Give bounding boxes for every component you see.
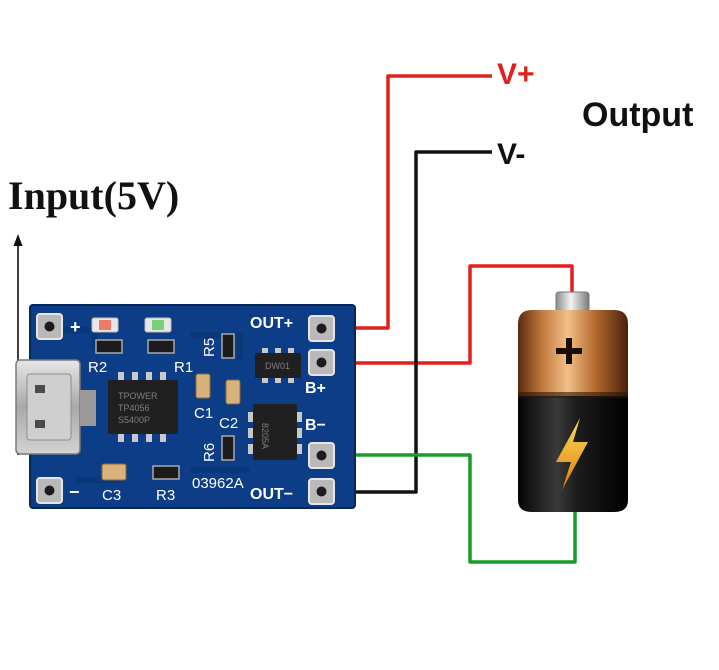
charger-board: + − R2 R1 R5 C1 C2 R6 C3 R3 03962A OUT+ … — [15, 304, 356, 509]
pad-out-minus — [308, 478, 335, 505]
led-green — [144, 317, 172, 333]
lightning-bolt-icon — [556, 418, 588, 490]
pad-out-plus — [308, 315, 335, 342]
label-r2: R2 — [88, 359, 107, 376]
resistor-r5 — [221, 333, 235, 359]
capacitor-c3 — [101, 463, 127, 481]
charger-ic-line1: TPOWER — [118, 391, 158, 401]
protection-ic — [255, 348, 301, 383]
vminus-label: V- — [497, 138, 526, 171]
label-c1: C1 — [194, 405, 213, 422]
output-label: Output — [582, 96, 694, 134]
battery-plus-wire — [323, 264, 574, 365]
capacitor-c2 — [225, 379, 241, 405]
label-b-plus: B+ — [305, 380, 326, 397]
charger-ic — [108, 372, 178, 442]
resistor-r1 — [147, 339, 175, 354]
vplus-label: V+ — [497, 58, 535, 91]
capacitor-c1 — [195, 373, 211, 399]
resistor-r3 — [152, 465, 180, 480]
pad-b-minus — [308, 442, 335, 469]
battery-icon — [518, 291, 628, 512]
label-c2: C2 — [219, 415, 238, 432]
label-out-plus: OUT+ — [250, 315, 293, 332]
mosfet-ic-mark: 8205A — [260, 423, 270, 449]
battery-minus-wire — [323, 453, 577, 564]
label-r1: R1 — [174, 359, 193, 376]
board-minus-label: − — [69, 482, 80, 502]
pad-plus-input — [36, 313, 63, 340]
board-plus-label: + — [70, 317, 81, 337]
label-r3: R3 — [156, 487, 175, 504]
vplus-wire — [323, 74, 492, 330]
mosfet-ic — [248, 404, 302, 460]
label-b-minus: B− — [305, 417, 326, 434]
board-code-label: 03962A — [192, 475, 244, 492]
label-r5: R5 — [201, 338, 218, 357]
label-out-minus: OUT− — [250, 486, 293, 503]
vminus-wire — [323, 150, 492, 494]
label-r6: R6 — [201, 443, 218, 462]
input-voltage-label: Input(5V) — [8, 173, 180, 218]
pad-minus-input — [36, 477, 63, 504]
charger-ic-line2: TP4056 — [118, 403, 150, 413]
led-red — [91, 317, 119, 333]
pad-b-plus — [308, 349, 335, 376]
micro-usb-connector — [15, 359, 96, 455]
label-c3: C3 — [102, 487, 121, 504]
resistor-r6 — [221, 435, 235, 461]
protection-ic-mark: DW01 — [265, 361, 290, 371]
resistor-r2 — [95, 339, 123, 354]
charger-ic-line3: S5400P — [118, 415, 150, 425]
